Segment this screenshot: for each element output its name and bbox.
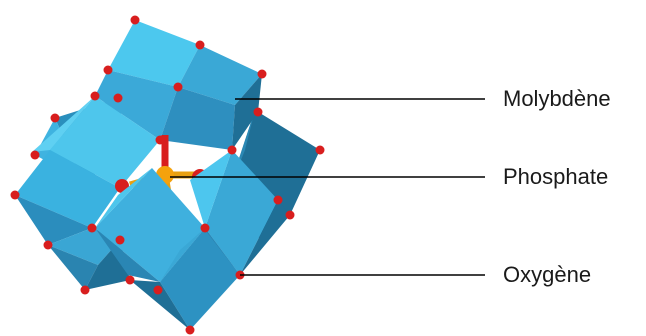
label-molybdene: Molybdène (503, 86, 611, 112)
label-oxygene: Oxygène (503, 262, 591, 288)
label-phosphate: Phosphate (503, 164, 608, 190)
